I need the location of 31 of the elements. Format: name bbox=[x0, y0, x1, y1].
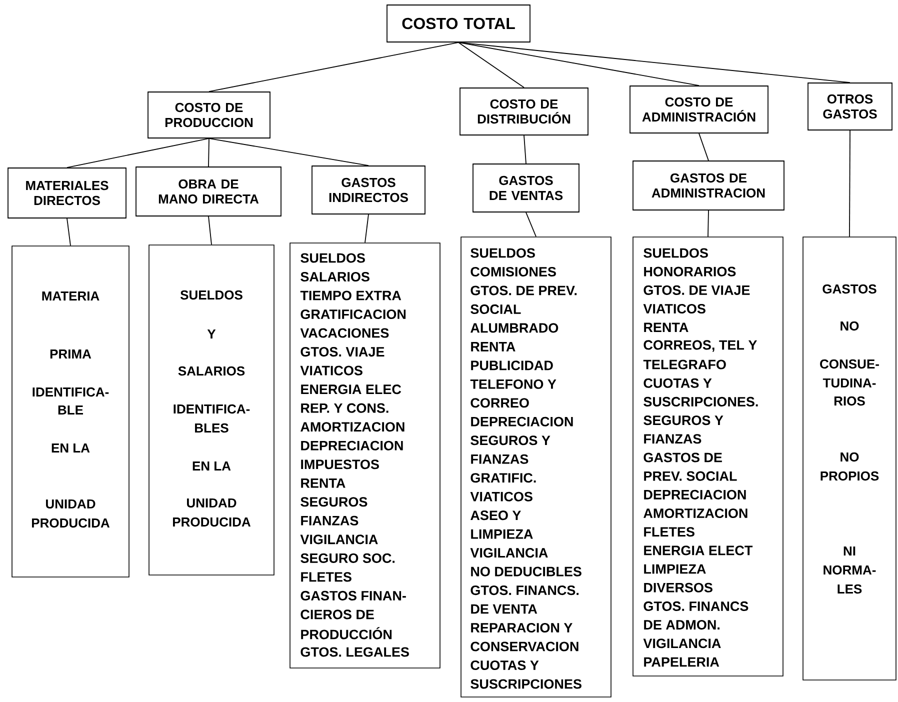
category-box: OBRA DE MANO DIRECTA bbox=[136, 166, 282, 216]
connector-line bbox=[458, 42, 850, 83]
title-box: COSTO TOTAL bbox=[386, 4, 530, 42]
connector-line bbox=[698, 133, 709, 161]
connector-line bbox=[708, 210, 709, 238]
connector-line bbox=[526, 212, 536, 238]
list-box: SUELDOS COMISIONES GTOS. DE PREV. SOCIAL ALUMBRADO RENTA PUBLICIDAD TELEFONO Y CORREO DEPRECIACION SEGUROS Y FIANZAS GRATIFIC. VIATICOS ASEO Y LIMPIEZA VIGILANCIA NO DEDUCIBLES GTOS. FINANCS. DE VENTA REPARACION Y CONSERVACION CUOTAS Y SUSCRIPCIONES bbox=[460, 236, 612, 698]
connector-line bbox=[458, 42, 524, 88]
category-box: GASTOS DE ADMINISTRACION bbox=[632, 160, 784, 210]
connector-line bbox=[849, 130, 850, 238]
connector-line bbox=[66, 138, 210, 168]
category-box: GASTOS DE VENTAS bbox=[472, 164, 580, 212]
list-box: SUELDOS Y SALARIOS IDENTIFICA- BLES EN LA UNIDAD PRODUCIDA bbox=[148, 244, 274, 576]
list-box: SUELDOS HONORARIOS GTOS. DE VIAJE VIATICOS RENTA CORREOS, TEL Y TELEGRAFO CUOTAS Y SUSCRIPCIONES. SEGUROS Y FIANZAS GASTOS DE PREV. SOCIAL DEPRECIACION AMORTIZACION FLETES ENERGIA ELECT LIMPIEZA DIVERSOS GTOS. FINANCS DE ADMON. VIGILANCIA PAPELERIA bbox=[632, 236, 784, 676]
category-box: GASTOS INDIRECTOS bbox=[312, 166, 426, 214]
connector-line bbox=[524, 135, 526, 164]
connector-line bbox=[208, 138, 210, 167]
connector-line bbox=[208, 42, 459, 92]
list-box: SUELDOS SALARIOS TIEMPO EXTRA GRATIFICACION VACACIONES GTOS. VIAJE VIATICOS ENERGIA ELEC REP. Y CONS. AMORTIZACION DEPRECIACION IMPUESTOS RENTA SEGUROS FIANZAS VIGILANCIA SEGURO SOC. FLETES GASTOS FINAN- CIEROS DE PRODUCCIÓN GTOS. LEGALES bbox=[290, 242, 440, 668]
list-box: GASTOS NO CONSUE- TUDINA- RIOS NO PROPIOS NI NORMA- LES bbox=[802, 236, 896, 680]
connector-line bbox=[208, 216, 212, 246]
category-box: OTROS GASTOS bbox=[808, 82, 892, 130]
category-box: MATERIALES DIRECTOS bbox=[8, 168, 126, 218]
category-box: COSTO DE PRODUCCION bbox=[148, 92, 270, 138]
connector-line bbox=[66, 218, 71, 246]
connector-line bbox=[364, 214, 369, 244]
category-box: COSTO DE ADMINISTRACIÓN bbox=[630, 86, 768, 134]
list-box: MATERIA PRIMA IDENTIFICA- BLE EN LA UNIDAD PRODUCIDA bbox=[12, 246, 130, 578]
category-box: COSTO DE DISTRIBUCIÓN bbox=[460, 88, 588, 136]
connector-line bbox=[208, 138, 369, 166]
connector-line bbox=[458, 42, 700, 86]
